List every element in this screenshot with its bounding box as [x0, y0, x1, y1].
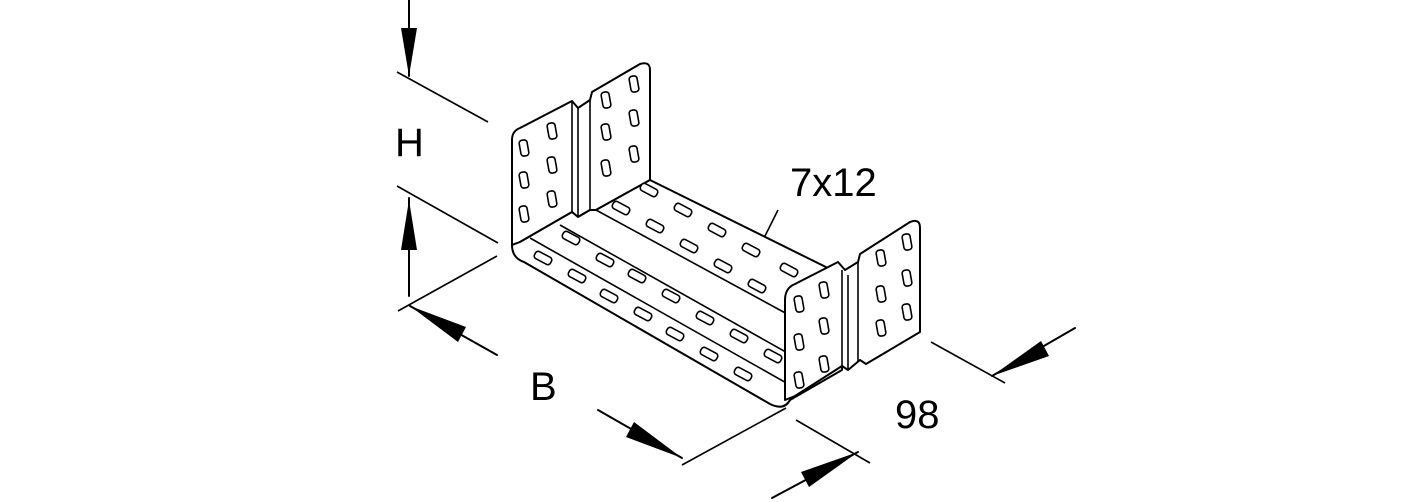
slot: [695, 310, 715, 326]
length-label: 98: [895, 393, 940, 437]
width-extension-left: [397, 255, 498, 312]
front-wall-right: [784, 219, 921, 401]
slot: [518, 171, 530, 189]
back-wall-slots-right: [600, 75, 640, 177]
length-arrow-left: [801, 452, 858, 487]
slot: [639, 182, 659, 198]
slot: [875, 249, 887, 267]
slot: [741, 242, 761, 258]
slot: [628, 109, 640, 127]
length-arrow-right: [992, 341, 1049, 376]
slot: [875, 319, 887, 337]
height-label: H: [395, 121, 424, 165]
slot: [627, 268, 647, 284]
slot: [546, 190, 558, 208]
slot: [763, 348, 783, 364]
slot: [713, 258, 733, 274]
width-arrow-left: [410, 306, 466, 342]
height-arrow-top: [401, 28, 417, 76]
slot-size-label: 7x12: [790, 161, 877, 205]
slot: [533, 250, 553, 266]
slot: [645, 218, 665, 234]
slot: [779, 262, 799, 278]
slot: [818, 317, 830, 335]
width-arrow-right: [626, 422, 682, 458]
slot: [793, 371, 805, 389]
front-wall-slots: [793, 233, 913, 389]
slot: [818, 355, 830, 373]
length-extension-left: [795, 419, 871, 464]
slot: [707, 222, 727, 238]
width-dimension: B: [397, 255, 787, 466]
slot: [901, 269, 913, 287]
slot-callout: 7x12: [756, 161, 877, 253]
slot: [729, 328, 749, 344]
slot: [628, 75, 640, 93]
height-extension-top: [396, 71, 489, 123]
slot: [818, 281, 830, 299]
slot: [600, 91, 612, 109]
cable-tray-coupler: [511, 62, 921, 408]
base-slots: [533, 182, 799, 382]
slot: [793, 295, 805, 313]
slot: [901, 303, 913, 321]
slot: [611, 200, 631, 216]
slot: [600, 159, 612, 177]
height-arrow-bottom: [401, 200, 417, 250]
slot: [546, 122, 558, 140]
slot: [518, 139, 530, 157]
slot: [518, 205, 530, 223]
slot: [901, 233, 913, 251]
slot: [567, 268, 587, 284]
slot: [747, 278, 767, 294]
length-extension-right: [930, 341, 1006, 384]
height-extension-bottom: [396, 185, 499, 244]
width-extension-right: [681, 407, 787, 466]
slot: [665, 326, 685, 342]
slot: [546, 156, 558, 174]
slot: [793, 333, 805, 351]
width-label: B: [530, 365, 557, 409]
slot: [561, 230, 581, 246]
back-wall-slots-left: [518, 122, 558, 223]
slot: [733, 366, 753, 382]
slot: [699, 346, 719, 362]
height-dimension: H: [395, 0, 499, 297]
slot: [595, 252, 615, 268]
slot: [679, 238, 699, 254]
slot: [633, 306, 653, 322]
slot: [600, 123, 612, 141]
slot: [628, 145, 640, 163]
slot: [599, 288, 619, 304]
slot: [875, 285, 887, 303]
length-dimension: 98: [771, 327, 1076, 499]
slot: [661, 288, 681, 304]
slot: [673, 202, 693, 218]
